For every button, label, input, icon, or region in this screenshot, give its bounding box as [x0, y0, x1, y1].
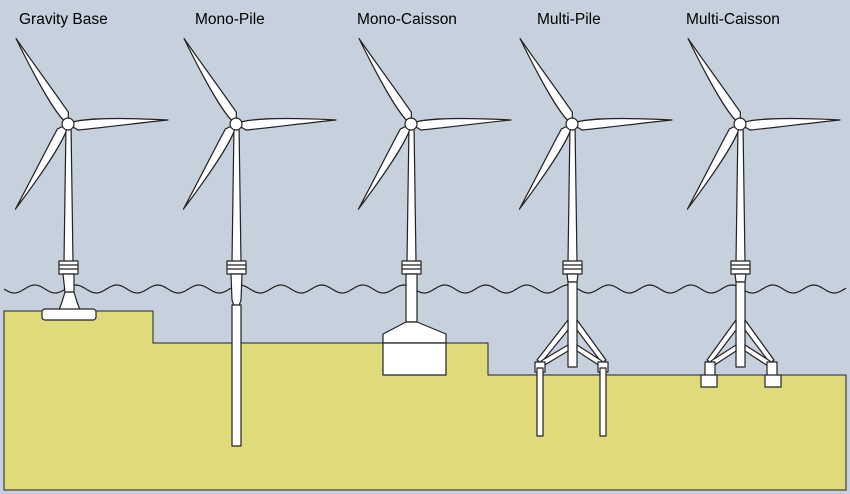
rotor-blade [357, 123, 412, 210]
foundation-mono-pile [230, 273, 243, 447]
turbine-mono-caisson [357, 37, 512, 376]
rotor-blade [67, 118, 169, 131]
rotor-blade [410, 118, 512, 131]
water-surface-wave [3, 284, 847, 294]
rotor-gravity-base [14, 37, 169, 210]
rotor-blade [519, 37, 573, 125]
foundation-mono-caisson [382, 273, 447, 376]
seabed [3, 310, 847, 491]
rotor-blade [183, 37, 237, 125]
rotor-hub [565, 117, 579, 131]
rotor-multi-pile [518, 37, 673, 210]
rotor-multi-caisson [686, 37, 841, 210]
rotor-hub [733, 117, 747, 131]
rotor-blade [358, 37, 412, 125]
rotor-blade [686, 123, 741, 210]
label-mono-caisson: Mono-Caisson [357, 11, 457, 28]
rotor-blade [14, 123, 69, 210]
rotor-hub [61, 117, 75, 131]
label-mono-pile: Mono-Pile [195, 11, 265, 28]
tower-multi-pile [562, 123, 583, 275]
label-gravity-base: Gravity Base [19, 11, 108, 28]
label-multi-pile: Multi-Pile [537, 11, 601, 28]
foundation-multi-caisson [700, 273, 782, 388]
tower-mono-caisson [401, 123, 422, 275]
rotor-blade [571, 118, 673, 131]
turbine-multi-pile [518, 37, 673, 437]
foundation-gravity-base [41, 291, 97, 321]
rotor-blade [15, 37, 69, 125]
foundation-multi-pile [534, 273, 609, 437]
rotor-blade [235, 118, 337, 131]
rotor-hub [404, 117, 418, 131]
label-multi-caisson: Multi-Caisson [686, 11, 780, 28]
rotor-mono-pile [182, 37, 337, 210]
rotor-hub [229, 117, 243, 131]
rotor-blade [518, 123, 573, 210]
turbine-mono-pile [182, 37, 337, 447]
rotor-blade [182, 123, 237, 210]
rotor-blade [739, 118, 841, 131]
rotor-blade [687, 37, 741, 125]
rotor-mono-caisson [357, 37, 512, 210]
turbine-gravity-base [14, 37, 169, 321]
turbine-multi-caisson [686, 37, 841, 388]
